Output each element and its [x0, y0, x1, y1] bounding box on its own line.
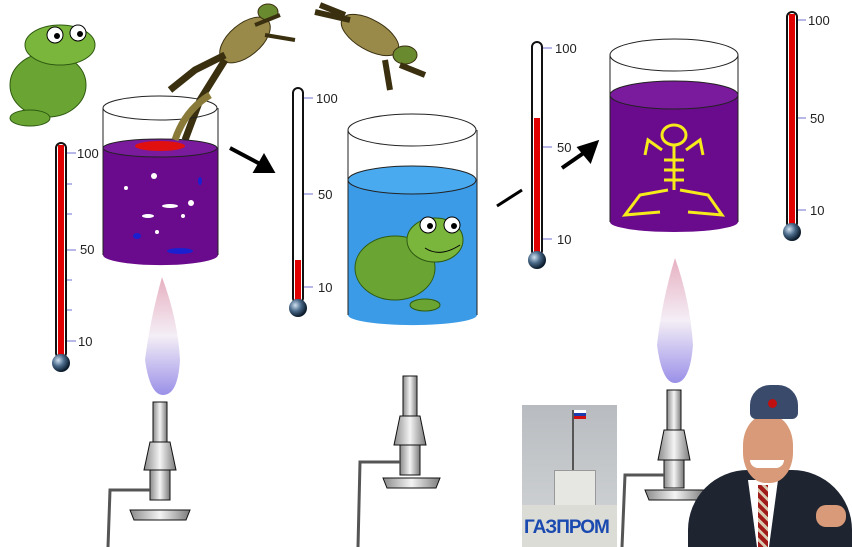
thermometer-2: 100 50 10	[289, 87, 338, 317]
mercury-level	[58, 145, 64, 358]
thermometer-3: 100 50 10	[528, 41, 577, 269]
bunsen-burner-3	[620, 389, 706, 547]
thermometer-scale-label: 50	[810, 111, 824, 126]
flame-icon	[657, 258, 693, 383]
arrow-icon	[229, 146, 276, 173]
bunsen-burner-1	[106, 401, 191, 547]
thermometer-scale-label: 100	[316, 91, 338, 106]
gazprom-building-photo: ГАЗПРОМ	[522, 405, 617, 547]
company-sign: ГАЗПРОМ	[524, 517, 610, 538]
skeleton-beaker	[609, 38, 739, 232]
thermometer-scale-label: 10	[810, 203, 824, 218]
frog-in-water-icon	[354, 216, 464, 312]
sitting-frog-icon	[9, 24, 96, 127]
thermometer-4: 100 50 10	[783, 11, 830, 241]
thermometer-scale-label: 50	[80, 242, 94, 257]
thermometer-scale-label: 10	[78, 334, 92, 349]
leaping-frog-icon	[314, 2, 427, 91]
dash-icon	[496, 188, 523, 208]
frog-skeleton-icon	[621, 123, 726, 217]
boiling-beaker	[102, 91, 219, 266]
thermometer-scale-label: 10	[318, 280, 332, 295]
thermometer-scale-label: 50	[318, 187, 332, 202]
thermometer-scale-label: 50	[557, 140, 571, 155]
thermometer-scale-label: 10	[557, 232, 571, 247]
mercury-level	[295, 260, 301, 303]
thermometer-scale-label: 100	[808, 13, 830, 28]
man-in-fur-hat-photo	[688, 385, 852, 547]
mercury-level	[789, 14, 795, 228]
arrow-icon	[560, 139, 600, 170]
flame-icon	[145, 277, 180, 395]
water-beaker	[347, 113, 478, 326]
mercury-level	[534, 118, 540, 256]
frog-leg-icon	[171, 91, 212, 142]
thermometer-1: 100 50 10	[52, 142, 99, 372]
thermometer-scale-label: 100	[555, 41, 577, 56]
thermometer-scale-label: 100	[77, 146, 99, 161]
bunsen-burner-2	[356, 375, 441, 547]
